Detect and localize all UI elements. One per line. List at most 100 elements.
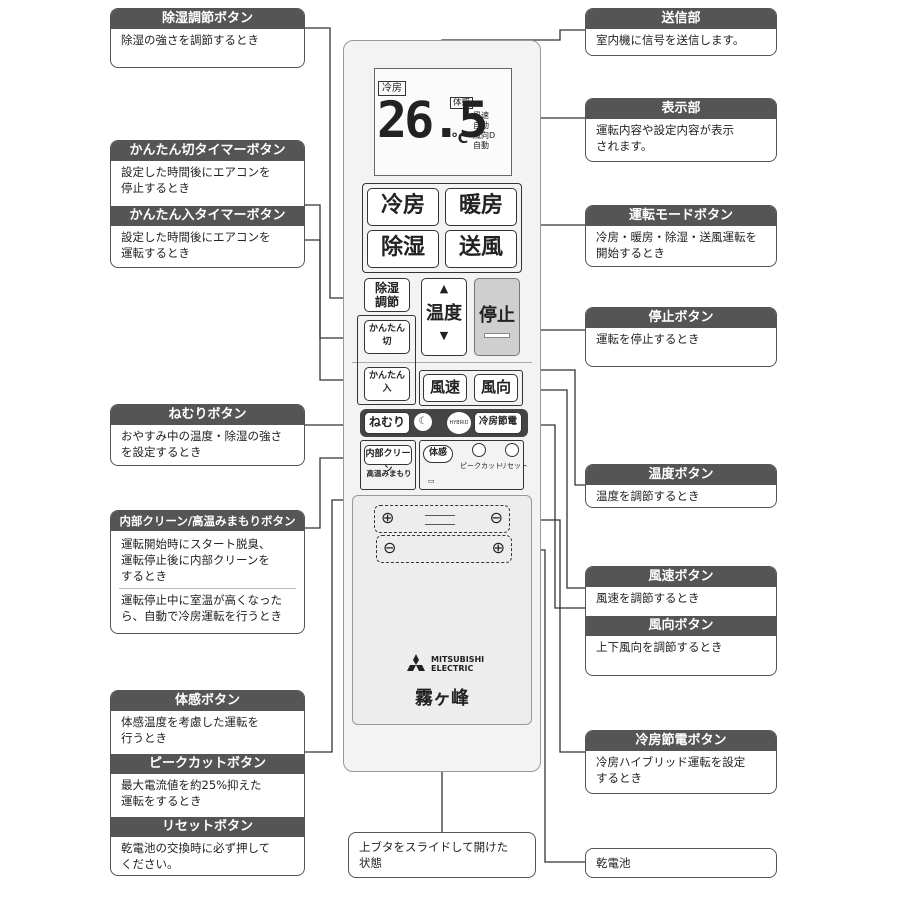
battery-slot-2: ⊖ ⊕ — [376, 535, 512, 563]
callout-dehumid-adjust: 除湿調節ボタン 除湿の強さを調節するとき — [110, 8, 305, 68]
inner-clean-button[interactable]: 内部クリーン — [364, 445, 412, 475]
callout-title: ピークカットボタン — [111, 754, 304, 774]
callout-sleep: ねむりボタン おやすみ中の温度・除湿の強さ を設定するとき — [110, 404, 305, 466]
callout-desc: 乾電池 — [596, 856, 631, 870]
lcd-status-line: 風速 — [473, 111, 489, 120]
callout-desc: 運転を停止するとき — [596, 332, 700, 346]
callout-desc: おやすみ中の温度・除湿の強さ を設定するとき — [121, 429, 282, 459]
divider — [119, 588, 296, 589]
lcd-display: 冷房 体感 26.5 ℃ 風速 自動 風向D 自動 — [374, 68, 512, 176]
minus-icon: ⊖ — [489, 508, 503, 527]
battery-cover — [352, 495, 532, 725]
lcd-mode: 冷房 — [378, 81, 406, 96]
callout-taikan-peak-reset: 体感ボタン 体感温度を考慮した運転を 行うとき ピークカットボタン 最大電流値を… — [110, 690, 305, 876]
taikan-group — [419, 440, 524, 490]
callout-title: 除湿調節ボタン — [111, 9, 304, 29]
minus-icon: ⊖ — [383, 538, 397, 557]
callout-desc: 乾電池の交換時に必ず押して ください。 — [121, 841, 271, 871]
temp-button[interactable]: ▲ 温度 ▼ — [421, 278, 467, 356]
callout-speed-direction: 風速ボタン 風速を調節するとき 風向ボタン 上下風向を調節するとき — [585, 566, 777, 676]
lcd-temp: 26.5 — [377, 91, 488, 149]
lcd-status-text: 風向 — [473, 131, 489, 140]
lcd-taikan: 体感 — [450, 97, 474, 109]
stop-bar-icon — [484, 333, 510, 338]
callout-battery: 乾電池 — [585, 848, 777, 878]
high-temp-watch-label: 高温みまもり — [366, 469, 412, 478]
plus-icon: ⊕ — [491, 538, 505, 557]
callout-desc: 冷房ハイブリッド運転を設定 するとき — [596, 755, 746, 785]
product-logo: 霧ヶ峰 — [415, 688, 469, 709]
mitsubishi-logo-icon — [405, 653, 427, 675]
peak-cut-label: ピークカット — [460, 462, 502, 470]
dry-adjust-button[interactable]: 除湿 調節 — [364, 278, 410, 312]
fan-control-group — [419, 370, 523, 406]
callout-desc: 冷房・暖房・除湿・送風運転を 開始するとき — [596, 230, 757, 260]
callout-stop: 停止ボタン 運転を停止するとき — [585, 307, 777, 367]
direction-button[interactable]: 風向 — [474, 374, 518, 402]
callout-desc: 設定した時間後にエアコンを 運転するとき — [121, 230, 271, 260]
sleep-button[interactable]: ねむり — [364, 412, 410, 434]
reset-button[interactable] — [505, 443, 519, 457]
callout-desc: 風速を調節するとき — [596, 591, 700, 605]
callout-title: 冷房節電ボタン — [586, 731, 776, 751]
callout-temp: 温度ボタン 温度を調節するとき — [585, 464, 777, 508]
callout-title: 温度ボタン — [586, 465, 776, 485]
off-timer-button[interactable]: かんたん 切 — [364, 320, 410, 354]
lcd-status-line: 風向D — [473, 131, 495, 141]
battery-contact-icon — [425, 515, 455, 525]
temp-up-icon[interactable]: ▲ — [439, 282, 449, 295]
callout-display: 表示部 運転内容や設定内容が表示 されます。 — [585, 98, 777, 162]
callout-desc: 室内機に信号を送信します。 — [596, 33, 745, 47]
callout-title: 送信部 — [586, 9, 776, 29]
timer-group — [357, 315, 416, 405]
moon-icon: ☾ — [414, 413, 432, 431]
plus-icon: ⊕ — [381, 508, 395, 527]
callout-desc: 運転開始時にスタート脱臭、 運転停止後に内部クリーンを するとき — [121, 537, 271, 583]
callout-desc: 最大電流値を約25%抑えた 運転をするとき — [121, 778, 262, 808]
callout-desc: 設定した時間後にエアコンを 停止するとき — [121, 165, 271, 195]
reset-label: リセット — [500, 462, 528, 470]
callout-title: ねむりボタン — [111, 405, 304, 425]
callout-cover: 上ブタをスライドして開けた 状態 — [348, 832, 536, 878]
callout-title: 内部クリーン/高温みまもりボタン — [111, 511, 304, 531]
battery-indicator-icon: ▭ — [428, 477, 435, 485]
callout-title: 風速ボタン — [586, 567, 776, 587]
callout-power-save: 冷房節電ボタン 冷房ハイブリッド運転を設定 するとき — [585, 730, 777, 794]
fan-mode-button[interactable]: 送風 — [445, 230, 517, 268]
fan-speed-button[interactable]: 風速 — [423, 374, 467, 402]
callout-inner-clean: 内部クリーン/高温みまもりボタン 運転開始時にスタート脱臭、 運転停止後に内部ク… — [110, 510, 305, 634]
temp-down-icon[interactable]: ▼ — [439, 329, 449, 342]
callout-title: 表示部 — [586, 99, 776, 119]
temp-label: 温度 — [426, 303, 462, 324]
callout-desc: 温度を調節するとき — [596, 489, 700, 503]
callout-title: 停止ボタン — [586, 308, 776, 328]
brand-name: MITSUBISHI ELECTRIC — [431, 655, 485, 673]
callout-desc: 運転停止中に室温が高くなった ら、自動で冷房運転を行うとき — [121, 593, 282, 623]
peak-cut-button[interactable] — [472, 443, 486, 457]
callout-desc: 体感温度を考慮した運転を 行うとき — [121, 715, 259, 745]
battery-slot-1: ⊕ ⊖ — [374, 505, 510, 533]
lcd-direction-icon: D — [489, 131, 496, 140]
callout-desc: 除湿の強さを調節するとき — [121, 33, 259, 47]
power-save-button[interactable]: 冷房節電 — [474, 412, 522, 434]
taikan-button[interactable]: 体感 — [423, 445, 453, 463]
callout-title: リセットボタン — [111, 817, 304, 837]
on-timer-button[interactable]: かんたん 入 — [364, 367, 410, 401]
callout-title: 体感ボタン — [111, 691, 304, 711]
callout-mode: 運転モードボタン 冷房・暖房・除湿・送風運転を 開始するとき — [585, 205, 777, 267]
stop-button[interactable]: 停止 — [474, 278, 520, 356]
callout-title: かんたん入タイマーボタン — [111, 206, 304, 226]
cool-button[interactable]: 冷房 — [367, 188, 439, 226]
heat-button[interactable]: 暖房 — [445, 188, 517, 226]
lcd-status-line: 自動 — [473, 141, 489, 150]
mode-button-group — [362, 183, 522, 273]
lcd-status: 風速 自動 風向D 自動 — [473, 111, 495, 151]
lcd-unit: ℃ — [451, 131, 468, 147]
callout-title: 運転モードボタン — [586, 206, 776, 226]
callout-timers: かんたん切タイマーボタン 設定した時間後にエアコンを 停止するとき かんたん入タ… — [110, 140, 305, 268]
callout-transmitter: 送信部 室内機に信号を送信します。 — [585, 8, 777, 56]
callout-title: かんたん切タイマーボタン — [111, 141, 304, 161]
dry-button[interactable]: 除湿 — [367, 230, 439, 268]
callout-desc: 運転内容や設定内容が表示 されます。 — [596, 123, 734, 153]
clean-group — [360, 440, 416, 490]
